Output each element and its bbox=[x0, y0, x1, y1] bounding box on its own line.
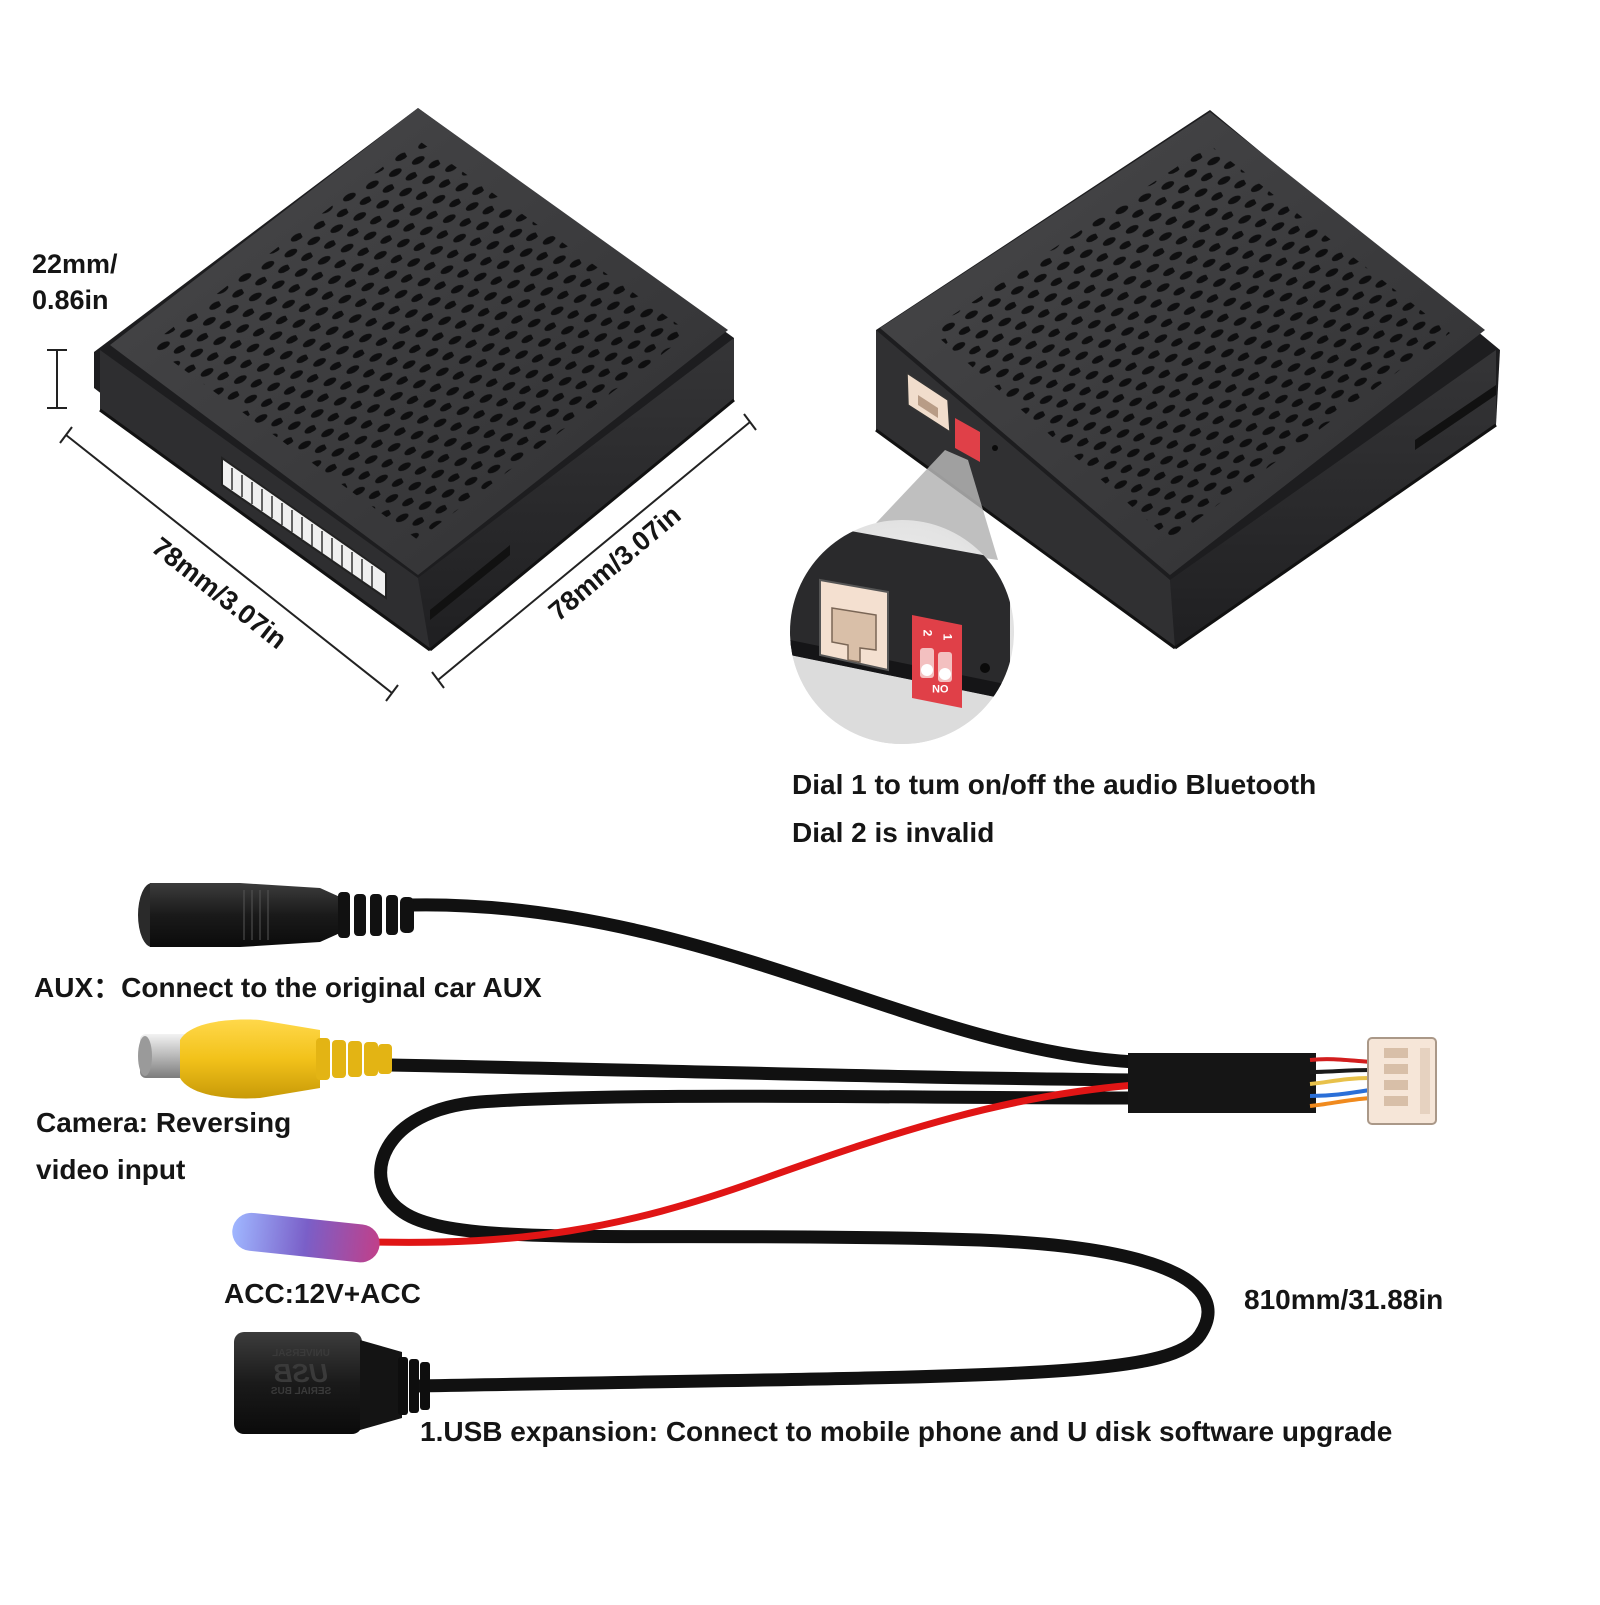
dial-note-1: Dial 1 to tum on/off the audio Bluetooth bbox=[792, 769, 1317, 800]
rca-camera-plug bbox=[138, 1019, 392, 1099]
camera-label-line2: video input bbox=[36, 1154, 186, 1185]
cable-length-label: 810mm/31.88in bbox=[1244, 1284, 1444, 1315]
acc-wire-tip bbox=[232, 1212, 380, 1263]
aux-plug bbox=[138, 883, 414, 947]
dip-label-1: 1 bbox=[940, 633, 955, 641]
height-dimension-line1: 22mm/ bbox=[32, 249, 118, 279]
dip-label-2: 2 bbox=[920, 629, 935, 637]
left-module-box bbox=[94, 108, 735, 652]
usb-plug-embossed-text: UNIVERSAL USB SERIAL BUS bbox=[258, 1348, 344, 1398]
cable-harness bbox=[371, 898, 1215, 1393]
usb-label: 1.USB expansion: Connect to mobile phone… bbox=[420, 1416, 1393, 1447]
usb-plug bbox=[234, 1332, 430, 1434]
dimension-lines bbox=[47, 349, 757, 702]
camera-label-line1: Camera: Reversing bbox=[36, 1107, 292, 1138]
zoom-detail-circle bbox=[790, 520, 1014, 744]
aux-label: AUX：Connect to the original car AUX bbox=[34, 972, 542, 1003]
right-module-box bbox=[875, 110, 1500, 650]
height-dimension-line2: 0.86in bbox=[32, 285, 109, 315]
usb-emboss-bottom: SERIAL BUS bbox=[270, 1386, 332, 1397]
dial-note-2: Dial 2 is invalid bbox=[792, 817, 995, 848]
dip-label-on: ON bbox=[932, 682, 949, 694]
harness-connector bbox=[1128, 1037, 1437, 1125]
usb-emboss-middle: USB bbox=[273, 1358, 329, 1388]
acc-label: ACC:12V+ACC bbox=[224, 1278, 421, 1309]
